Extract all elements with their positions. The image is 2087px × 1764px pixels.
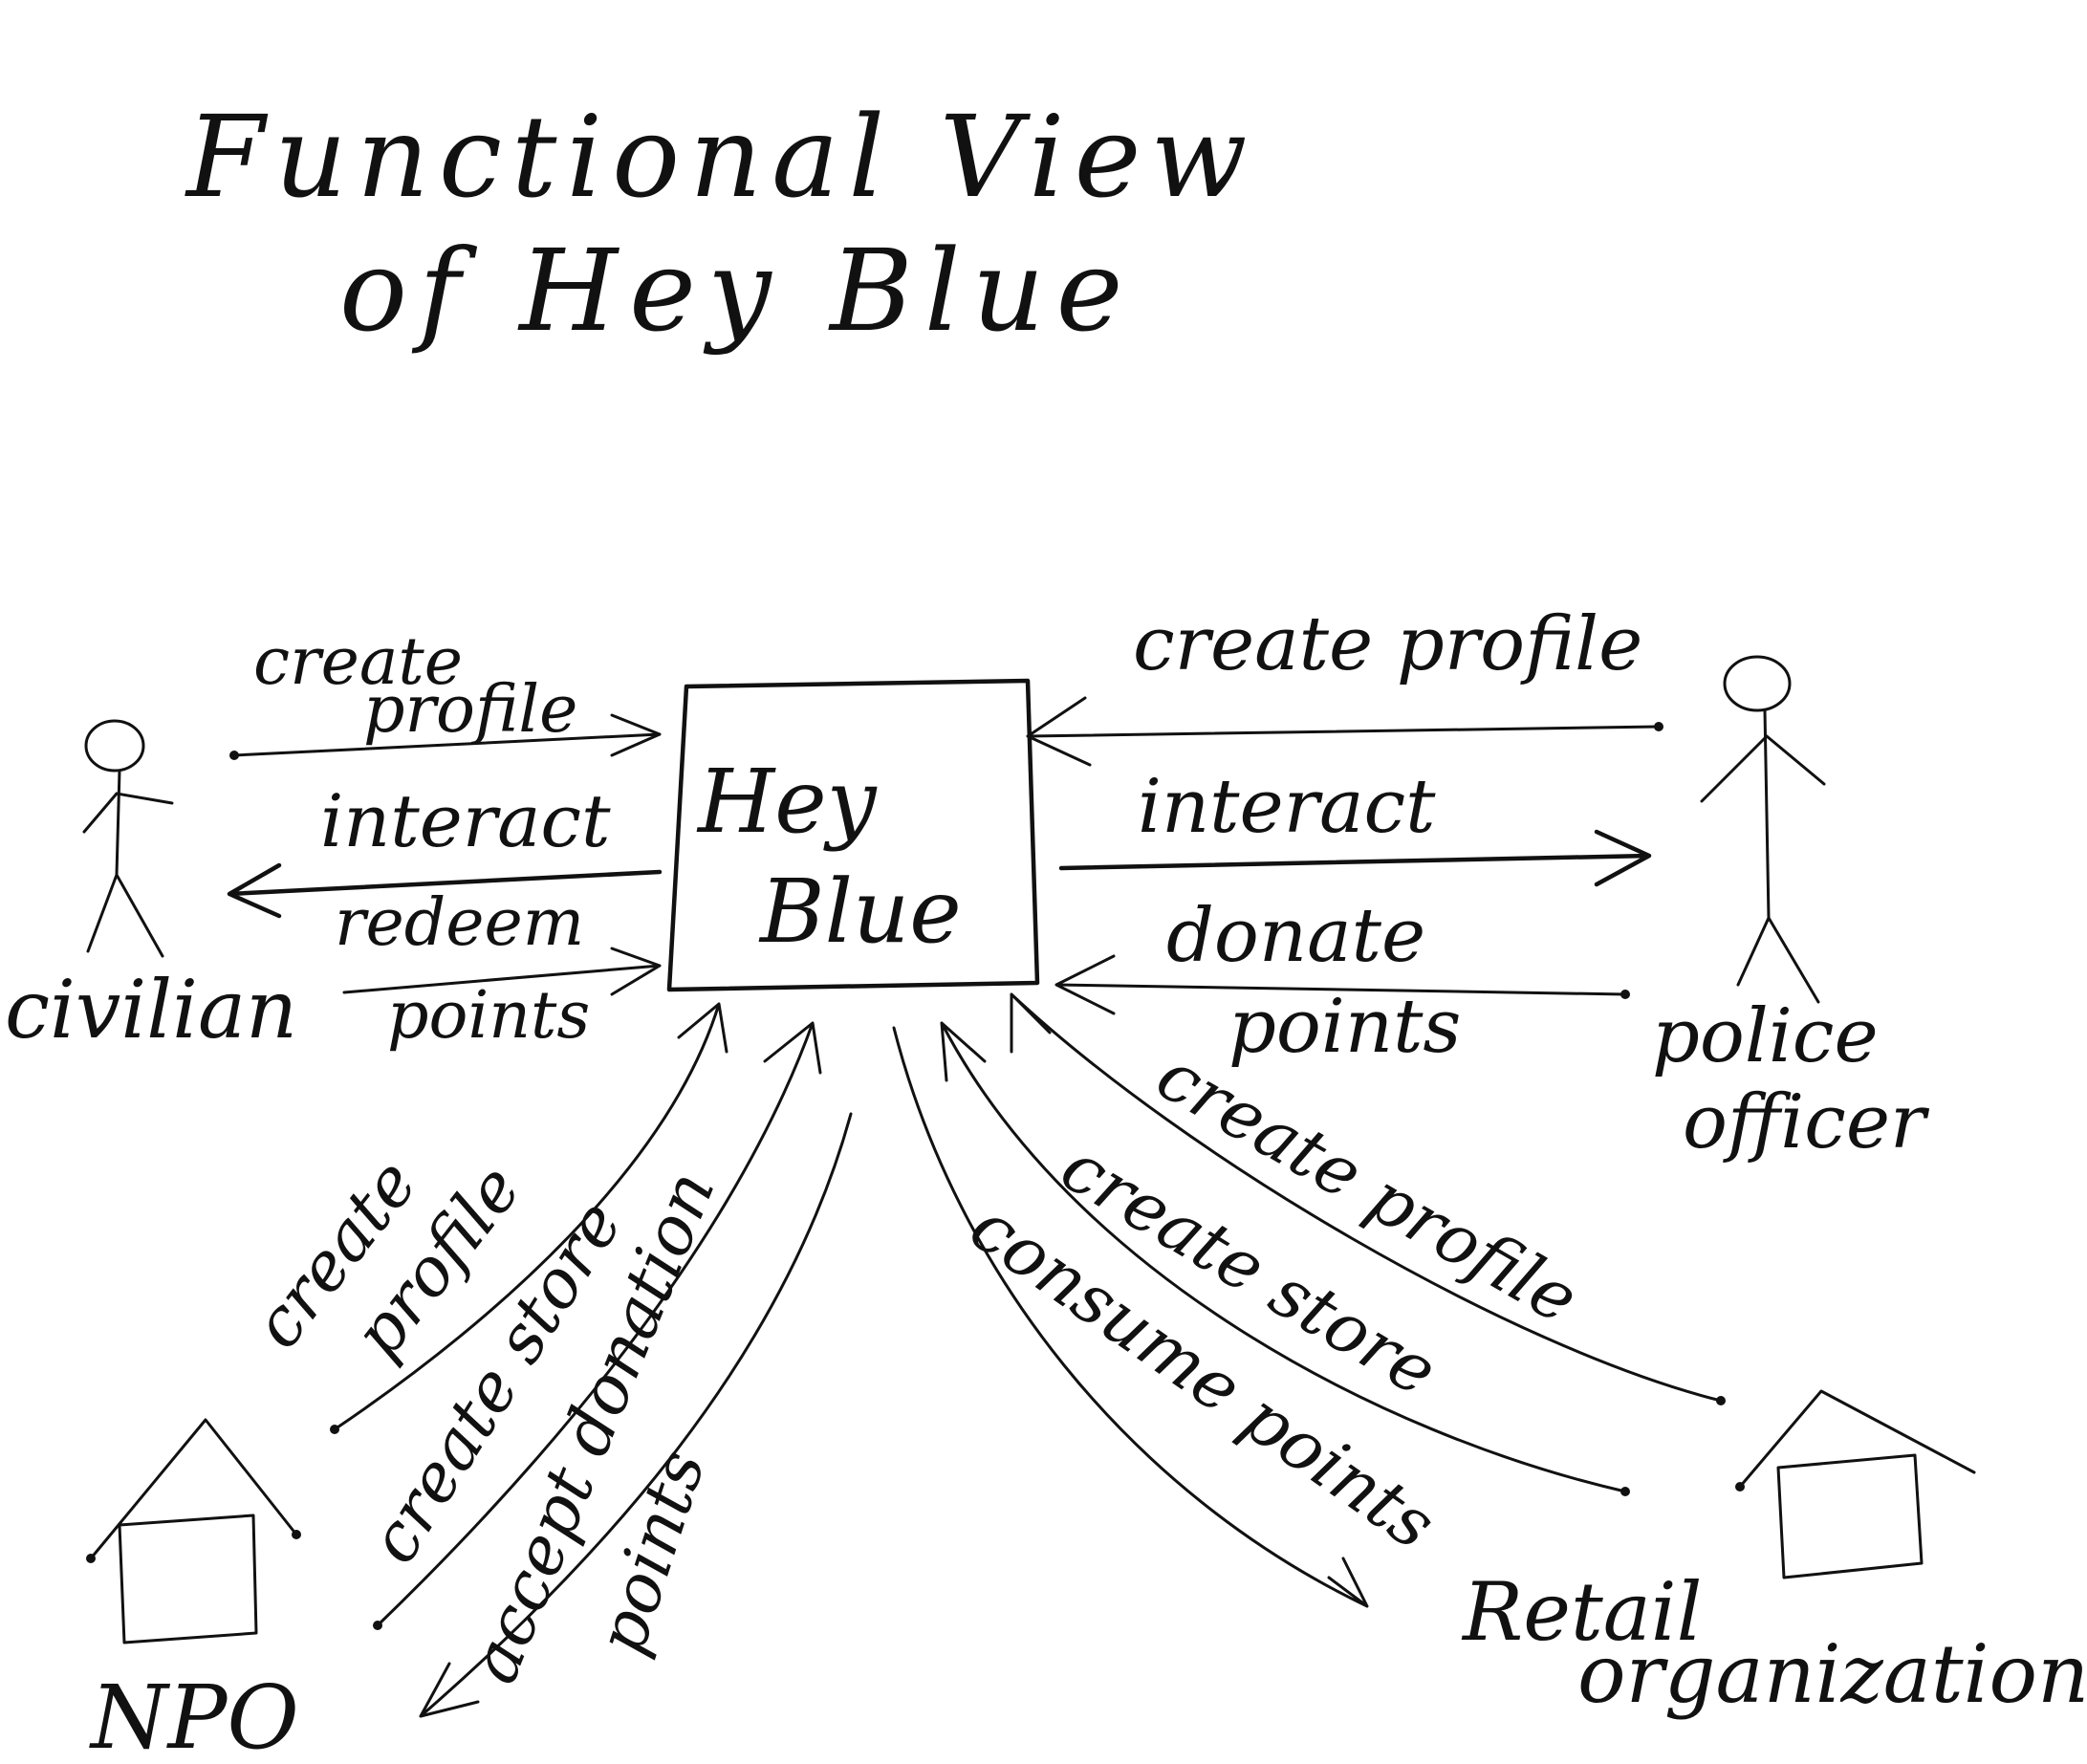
civilian-interact-label: interact (320, 778, 611, 863)
police-create-profile-label: create profile (1133, 601, 1642, 687)
police-donate-label-2: points (1228, 984, 1461, 1070)
hey-blue-label-line1: Hey (696, 751, 878, 853)
police-interact-arrow (1058, 829, 1652, 887)
retail-create-profile-arrow (1010, 992, 1723, 1403)
civilian-redeem-label-1: redeem (335, 885, 584, 961)
ink-dots (86, 722, 1745, 1630)
police-interact-label: interact (1138, 764, 1436, 850)
civilian-create-profile-arrow (232, 713, 662, 757)
retail-label-line1: Retail (1461, 1565, 1703, 1659)
police-donate-label-1: donate (1166, 893, 1425, 979)
retail-create-store-arrow (940, 1021, 1627, 1493)
hey-blue-label-line2: Blue (758, 860, 962, 963)
npo-label: NPO (89, 1666, 299, 1764)
npo-accept-donation-arrow (419, 1112, 853, 1718)
civilian-label: civilian (5, 963, 297, 1056)
civilian-create-profile-label-2: profile (363, 672, 577, 748)
npo-create-profile-arrow (333, 1002, 728, 1431)
police-label-line2: officer (1683, 1079, 1930, 1165)
retail-house-icon (1738, 1389, 1976, 1579)
police-create-profile-arrow (1026, 696, 1661, 767)
diagram-title-line1: Functional View (185, 91, 1256, 223)
retail-label-line2: organization (1577, 1627, 2087, 1721)
police-officer-figure (1700, 655, 1826, 1004)
civilian-interact-arrow (227, 862, 663, 919)
police-donate-points-arrow (1054, 954, 1627, 1015)
hey-blue-box (666, 678, 1040, 992)
npo-create-store-arrow (376, 1021, 822, 1627)
civilian-create-profile-label-1: create (253, 624, 463, 700)
police-label-line1: police (1652, 993, 1879, 1079)
retail-consume-points-arrow (892, 1026, 1369, 1608)
civilian-redeem-label-2: points (387, 978, 590, 1054)
diagram-title-line2: of Hey Blue (339, 225, 1134, 357)
civilian-figure (82, 719, 174, 958)
npo-house-icon (89, 1418, 298, 1644)
civilian-redeem-points-arrow (342, 947, 662, 996)
